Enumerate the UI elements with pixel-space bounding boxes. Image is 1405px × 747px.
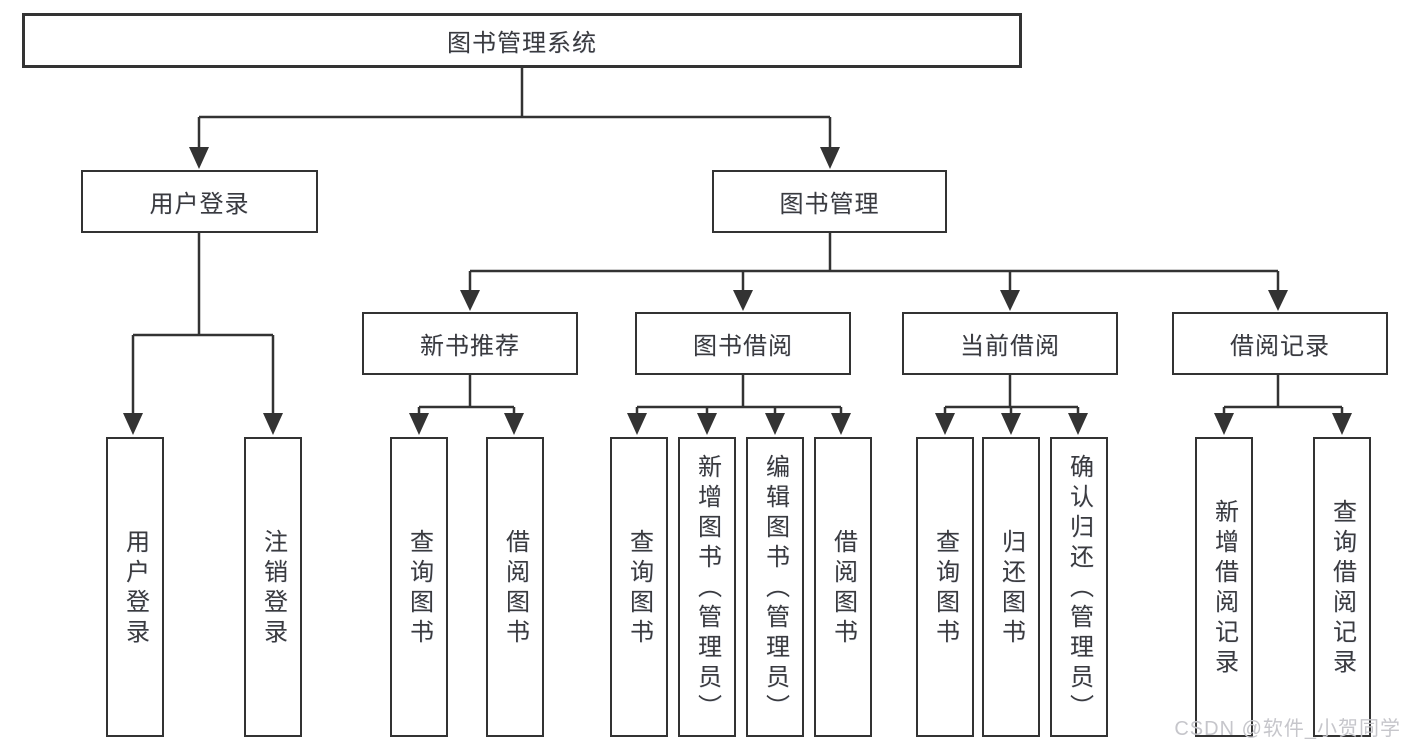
- leaf-return-books: 归还图书: [982, 437, 1040, 737]
- node-new-book-recommend: 新书推荐: [362, 312, 578, 375]
- leaf-query-books-borrow: 查询图书: [610, 437, 668, 737]
- node-borrow-records: 借阅记录: [1172, 312, 1388, 375]
- node-user-login: 用户登录: [81, 170, 318, 233]
- node-book-borrow: 图书借阅: [635, 312, 851, 375]
- arrowheads: [123, 147, 1352, 435]
- leaf-query-borrow-record: 查询借阅记录: [1313, 437, 1371, 737]
- node-book-management: 图书管理: [712, 170, 947, 233]
- node-library-management-system: 图书管理系统: [22, 13, 1022, 68]
- leaf-add-borrow-record: 新增借阅记录: [1195, 437, 1253, 737]
- leaf-query-books-recommend: 查询图书: [390, 437, 448, 737]
- leaf-confirm-return-admin: 确认归还（管理员）: [1050, 437, 1108, 737]
- leaf-borrow-books-recommend: 借阅图书: [486, 437, 544, 737]
- leaf-borrow-books: 借阅图书: [814, 437, 872, 737]
- watermark-text: CSDN @软件_小贺同学: [1174, 718, 1401, 740]
- leaf-user-login: 用户登录: [106, 437, 164, 737]
- node-current-borrow: 当前借阅: [902, 312, 1118, 375]
- leaf-add-book-admin: 新增图书（管理员）: [678, 437, 736, 737]
- leaf-edit-book-admin: 编辑图书（管理员）: [746, 437, 804, 737]
- leaf-logout: 注销登录: [244, 437, 302, 737]
- leaf-query-books-current: 查询图书: [916, 437, 974, 737]
